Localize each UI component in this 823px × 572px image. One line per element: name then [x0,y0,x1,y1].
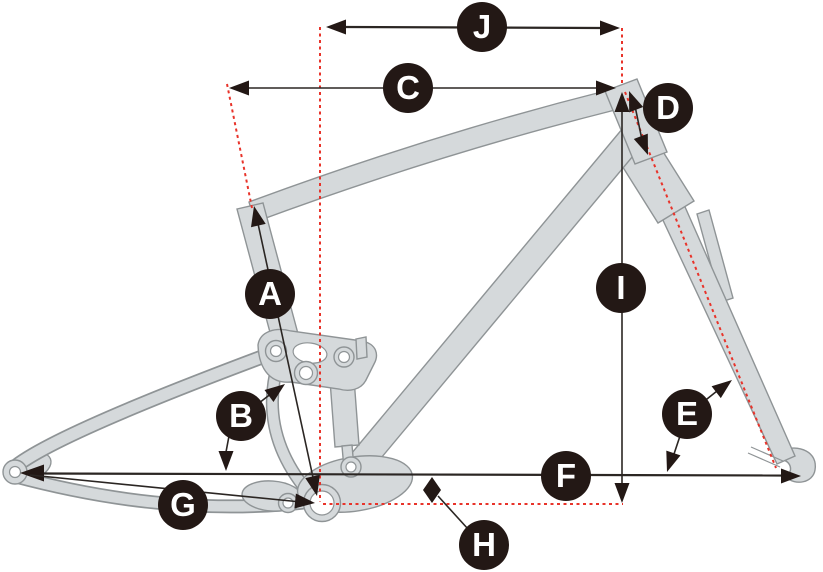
measure-line-h-connector [437,495,469,530]
label-j-badge: J [457,2,507,52]
label-b-badge: B [216,391,266,441]
arrowhead-d-down [633,133,648,155]
arrowhead-e-down [666,450,681,472]
arrowhead-j-left [326,19,346,35]
arrowhead-g-right [294,493,315,509]
measure-line-a [256,218,315,483]
arrowhead-i-up [614,92,630,112]
rear-dropout-hole [8,465,22,479]
arrowhead-i-down [614,483,630,503]
down-tube [325,127,644,501]
seat-tube-axis-guide [226,83,253,209]
seatstay [10,345,284,472]
measure-line-d [634,105,643,141]
label-d-badge: D [643,83,693,133]
measure-line-b-down [225,435,230,453]
label-c-badge: C [383,63,433,113]
arrowhead-d-up [629,91,644,113]
rocker-pivot-lower-hole [298,365,314,381]
guide-lines [226,27,777,505]
bike-frame-illustration [2,78,816,523]
label-g-badge: G [158,480,208,530]
measure-line-f [39,472,783,477]
label-a-badge: A [245,269,295,319]
arrowhead-f-left [20,464,44,482]
brake-mount-lines [747,446,784,468]
top-tube [248,89,616,223]
label-i-badge: I [596,263,646,313]
arrowhead-b-up [264,384,285,402]
chainstay-pivot-hole [282,497,294,509]
swingarm-pivot-hole [345,461,357,473]
label-h-badge: H [459,520,509,570]
rocker-pivot-left-hole [269,344,283,358]
arrowhead-c-left [229,80,249,96]
arrowhead-a-up [251,206,266,228]
measure-line-e-down [673,435,681,455]
arrowhead-e-up [711,380,732,399]
arrowhead-a-down [305,474,320,496]
arrowhead-c-right [596,80,616,96]
label-f-badge: F [541,451,591,501]
rocker-tab [355,336,368,360]
arrowhead-f-right [781,468,801,484]
rocker-pivot-right-hole [337,350,351,364]
bb-drop-diamond [423,477,441,503]
steering-axis-guide [624,91,777,469]
label-e-badge: E [662,389,712,439]
arrowhead-b-down [218,451,234,471]
arrowhead-j-right [600,20,620,36]
